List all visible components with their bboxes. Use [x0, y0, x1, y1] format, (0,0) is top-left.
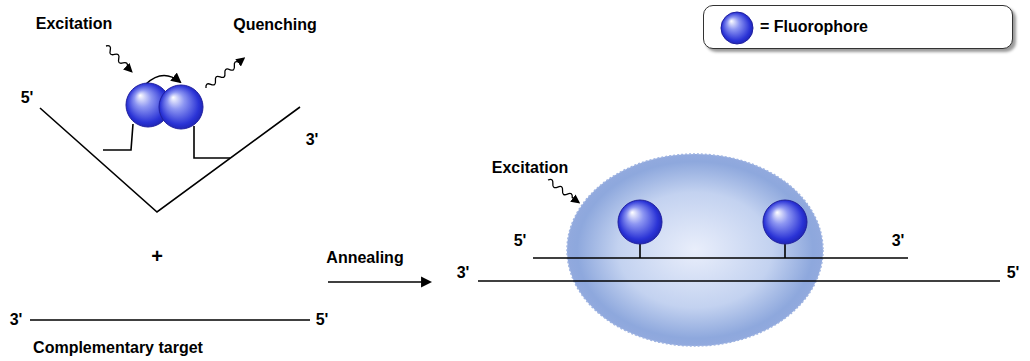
reaction-arrow	[328, 281, 430, 283]
legend-box: = Fluorophore	[703, 5, 1013, 49]
strand-end: 3'	[892, 232, 905, 250]
target-label: Complementary target	[33, 339, 203, 357]
process-label: Annealing	[326, 249, 403, 267]
fluorophore	[618, 200, 807, 244]
fluorescence-glow	[567, 154, 823, 346]
quenching-label: Quenching	[233, 16, 317, 34]
duplex	[478, 244, 1000, 281]
excitation-wave	[547, 178, 581, 204]
legend-text: = Fluorophore	[760, 18, 868, 36]
target-strand	[30, 319, 310, 321]
plus-sign: +	[151, 245, 163, 267]
excitation-label: Excitation	[492, 159, 568, 177]
strand-end: 5'	[514, 232, 527, 250]
excitation-wave	[104, 44, 133, 73]
legend-fluorophore	[718, 9, 756, 47]
fluorophore	[126, 83, 203, 129]
strand-end: 5'	[316, 311, 329, 329]
strand-end: 3'	[457, 264, 470, 282]
emission-wave	[204, 56, 245, 89]
strand-end: 5'	[1007, 264, 1020, 282]
excitation-label: Excitation	[36, 15, 112, 33]
strand-end: 3'	[10, 311, 23, 329]
strand-end: 3'	[306, 131, 319, 149]
strand-end: 5'	[21, 89, 34, 107]
